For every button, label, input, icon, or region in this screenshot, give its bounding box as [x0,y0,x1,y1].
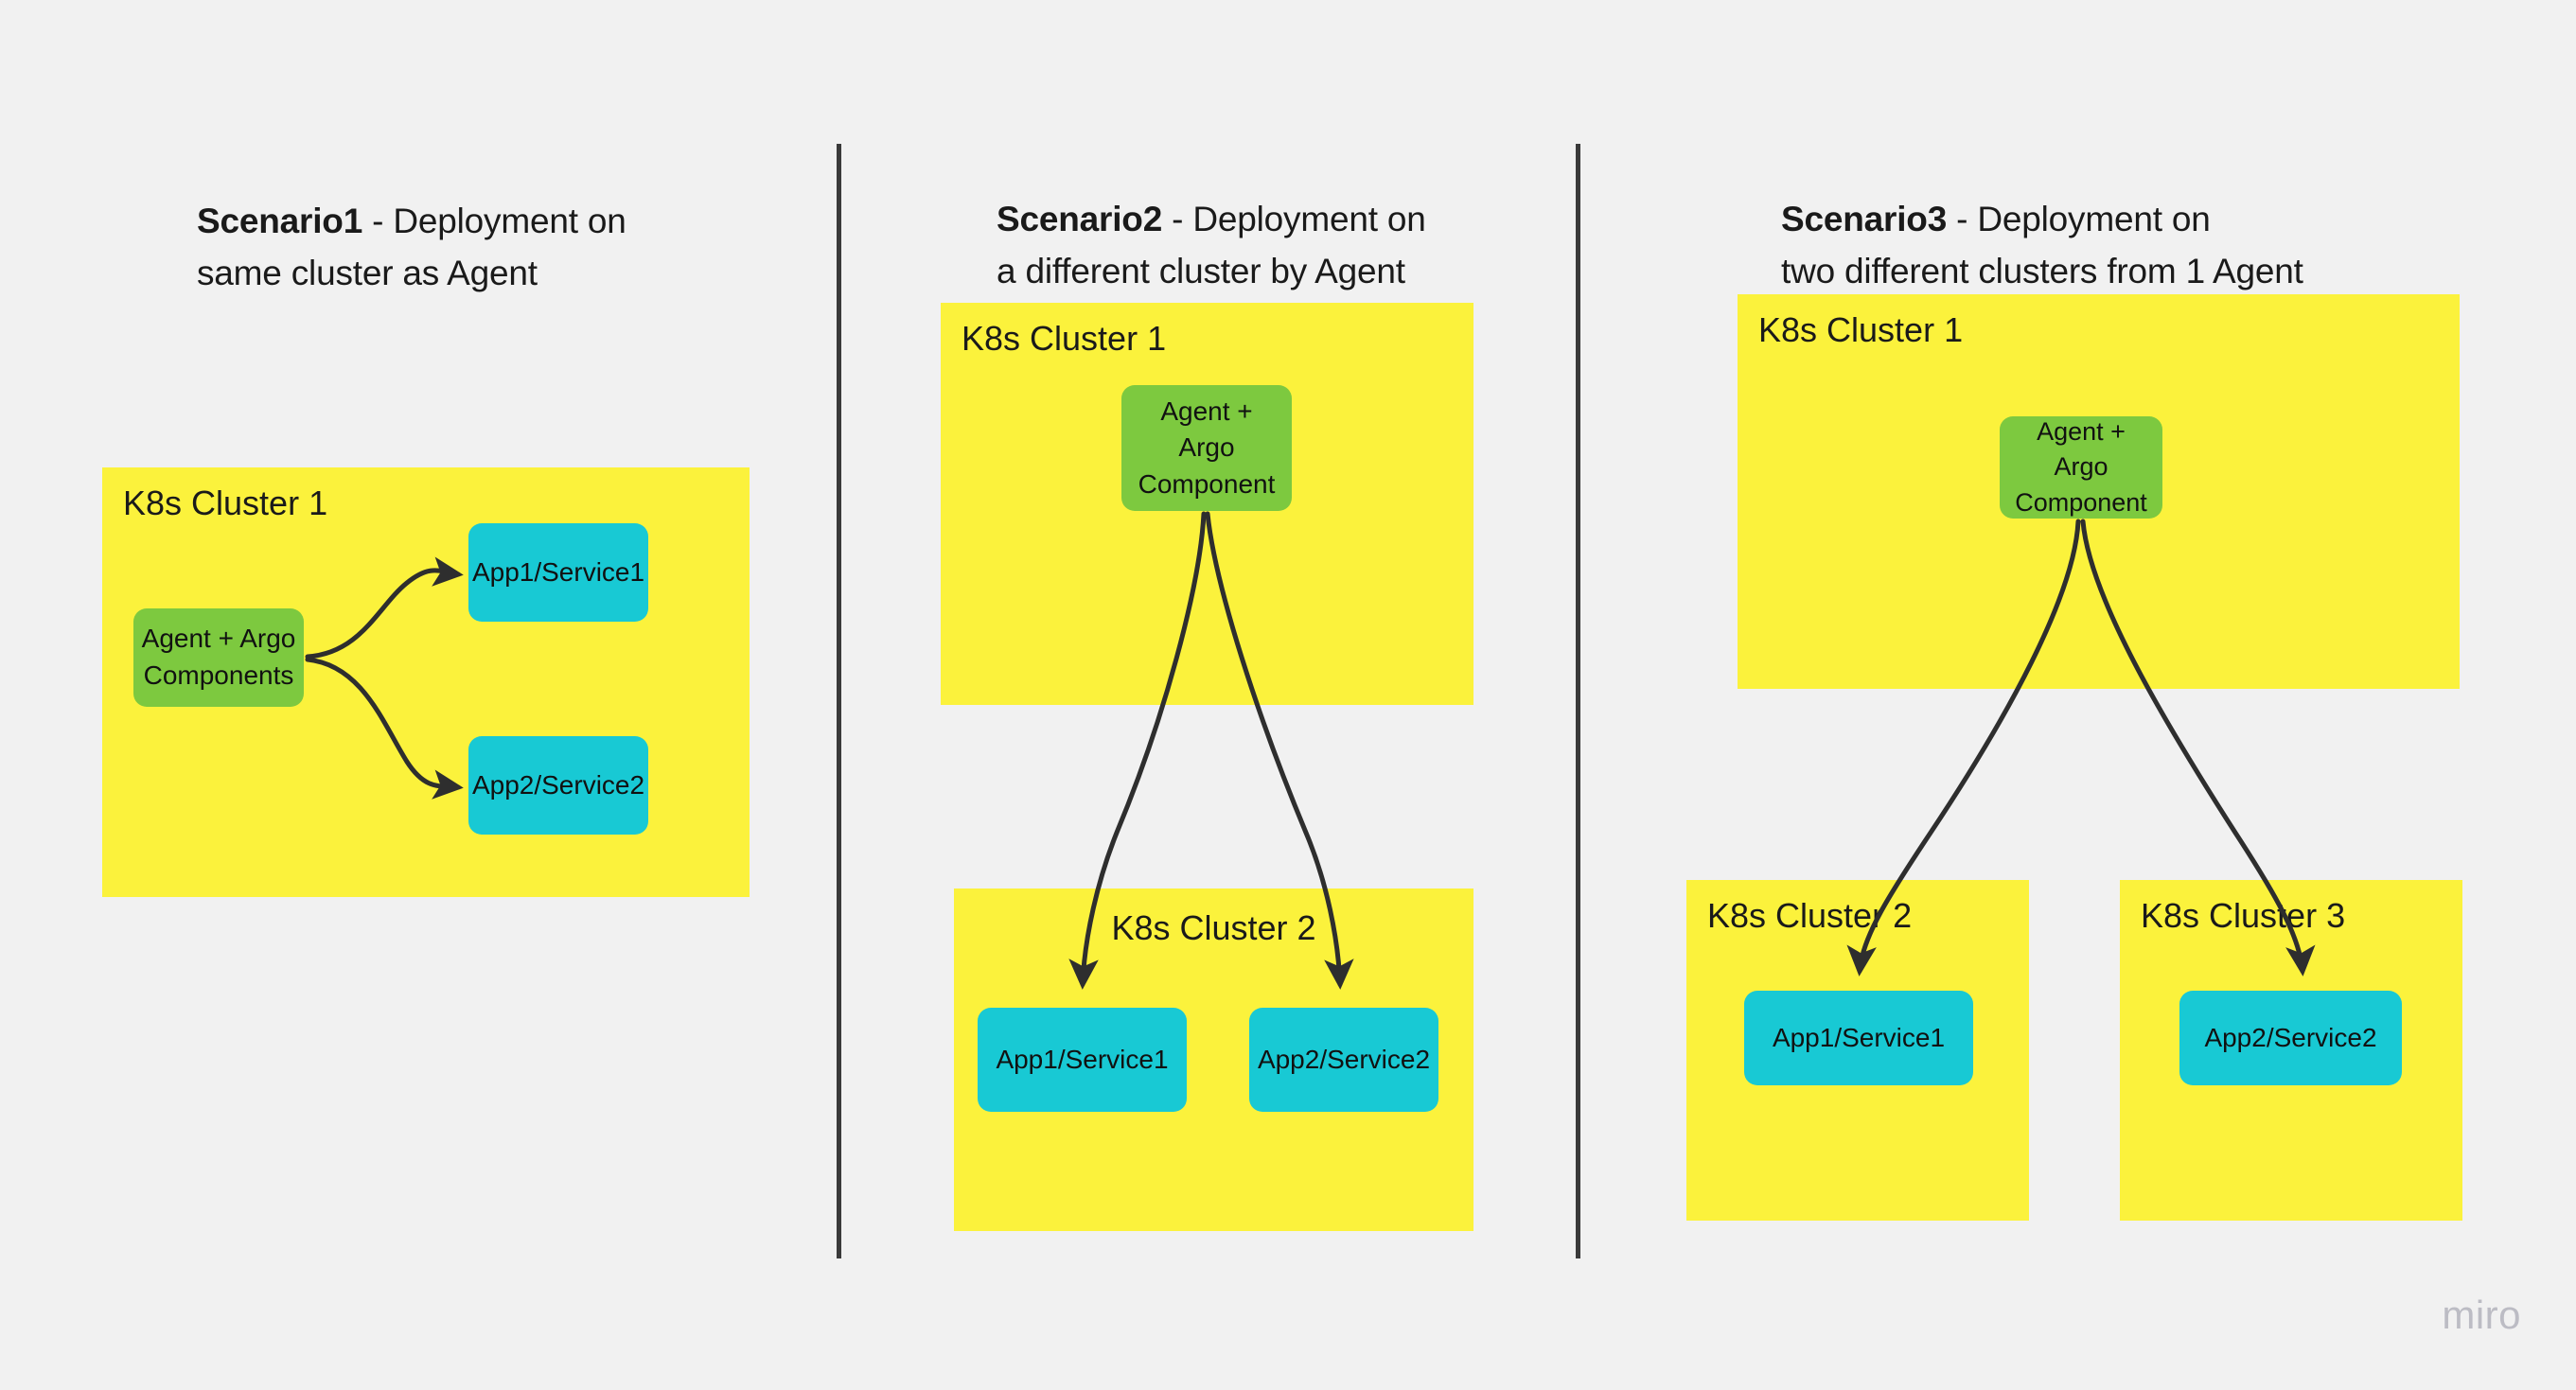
scenario3-agent-node[interactable]: Agent + Argo Component [2000,416,2162,519]
scenario1-agent-node[interactable]: Agent + Argo Components [133,608,304,707]
scenario2-app1-node[interactable]: App1/Service1 [978,1008,1187,1112]
scenario2-app2-node[interactable]: App2/Service2 [1249,1008,1438,1112]
scenario3-cluster-1-label: K8s Cluster 1 [1758,310,1964,349]
scenario3-app2-node[interactable]: App2/Service2 [2179,991,2402,1085]
scenario2-title-rest: - Deployment on a different cluster by A… [997,199,1426,291]
scenario3-app1-node[interactable]: App1/Service1 [1744,991,1973,1085]
scenario2-cluster-2-label: K8s Cluster 2 [1111,908,1316,947]
scenario3-cluster-2-label: K8s Cluster 2 [1707,896,1913,935]
scenario3-cluster-3-label: K8s Cluster 3 [2141,896,2346,935]
scenario2-title: Scenario2 - Deployment on a different cl… [997,140,1489,298]
scenario1-title: Scenario1 - Deployment on same cluster a… [197,142,689,300]
scenario3-title: Scenario3 - Deployment on two different … [1781,140,2368,298]
scenario2-cluster-1-label: K8s Cluster 1 [962,319,1167,358]
scenario1-app1-node[interactable]: App1/Service1 [468,523,648,622]
scenario1-title-rest: - Deployment on same cluster as Agent [197,201,626,293]
scenario-divider-2 [1576,144,1580,1258]
scenario2-agent-node[interactable]: Agent + Argo Component [1121,385,1292,511]
scenario1-app2-node[interactable]: App2/Service2 [468,736,648,835]
scenario1-title-strong: Scenario1 [197,201,363,240]
miro-watermark: miro [2442,1293,2521,1337]
scenario3-title-strong: Scenario3 [1781,199,1948,238]
scenario-divider-1 [837,144,841,1258]
scenario2-title-strong: Scenario2 [997,199,1163,238]
scenario3-title-rest: - Deployment on two different clusters f… [1781,199,2303,291]
scenario1-cluster-1-label: K8s Cluster 1 [123,484,328,522]
